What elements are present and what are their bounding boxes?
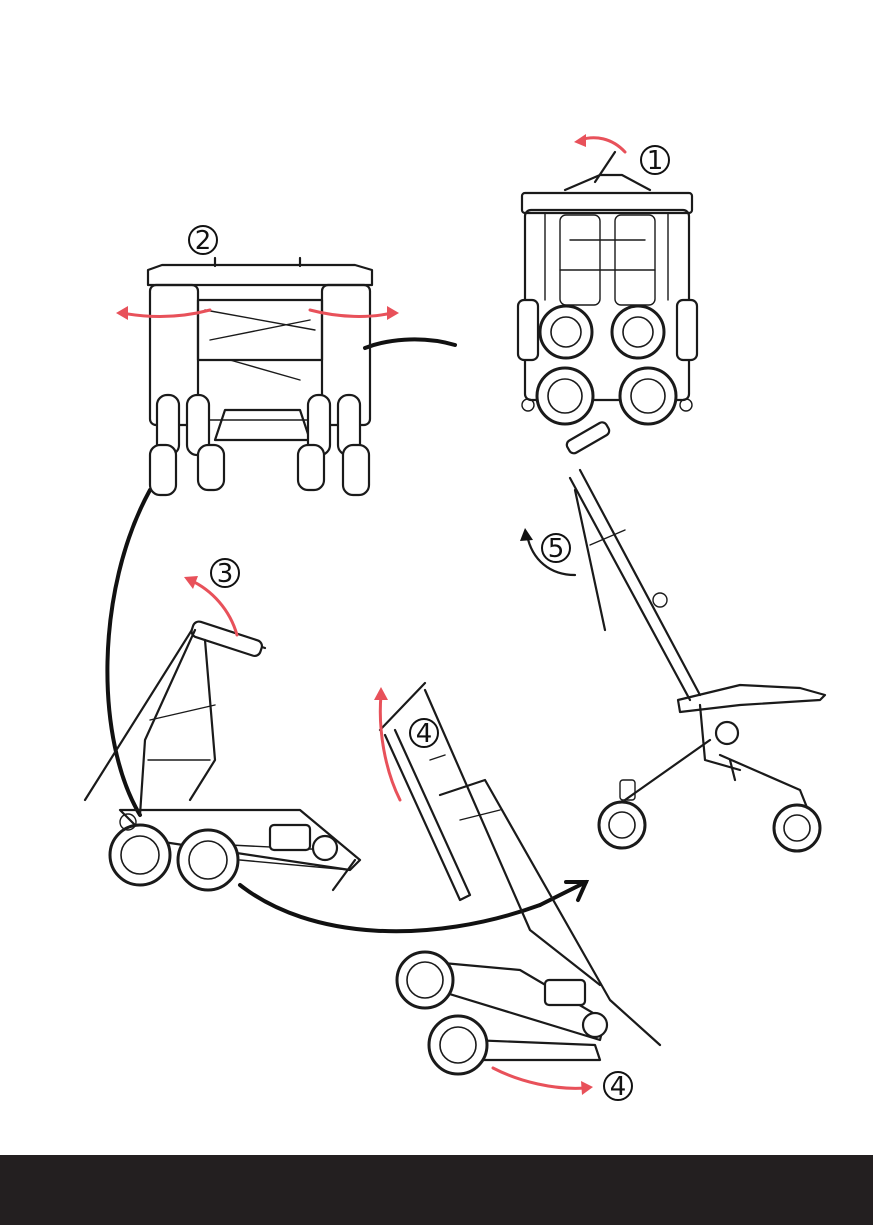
step-4-label-upper: 4 [416,719,433,749]
flow-path [365,339,455,348]
step-4-label-lower: 4 [610,1072,627,1102]
flow-path-lower [240,885,540,931]
stroller-folded-front-view [518,152,697,424]
step-4-arrow-lower [493,1068,593,1095]
stroller-front-view-side-release [148,258,372,495]
folding-instructions-diagram: 1 2 [0,0,873,1155]
stroller-side-view-handle-fold [85,620,360,890]
step-2-arrows [116,306,399,320]
flow-arrow-head [540,882,586,905]
footer-bar [0,1155,873,1225]
stroller-unfolded-side-view [565,421,825,852]
step-3-label: 3 [217,559,234,589]
step-4-arrow-upper [374,687,400,800]
step-5-label: 5 [548,534,565,564]
step-1-label: 1 [647,146,664,176]
step-1-arrow [574,134,625,152]
step-2-label: 2 [195,226,212,256]
